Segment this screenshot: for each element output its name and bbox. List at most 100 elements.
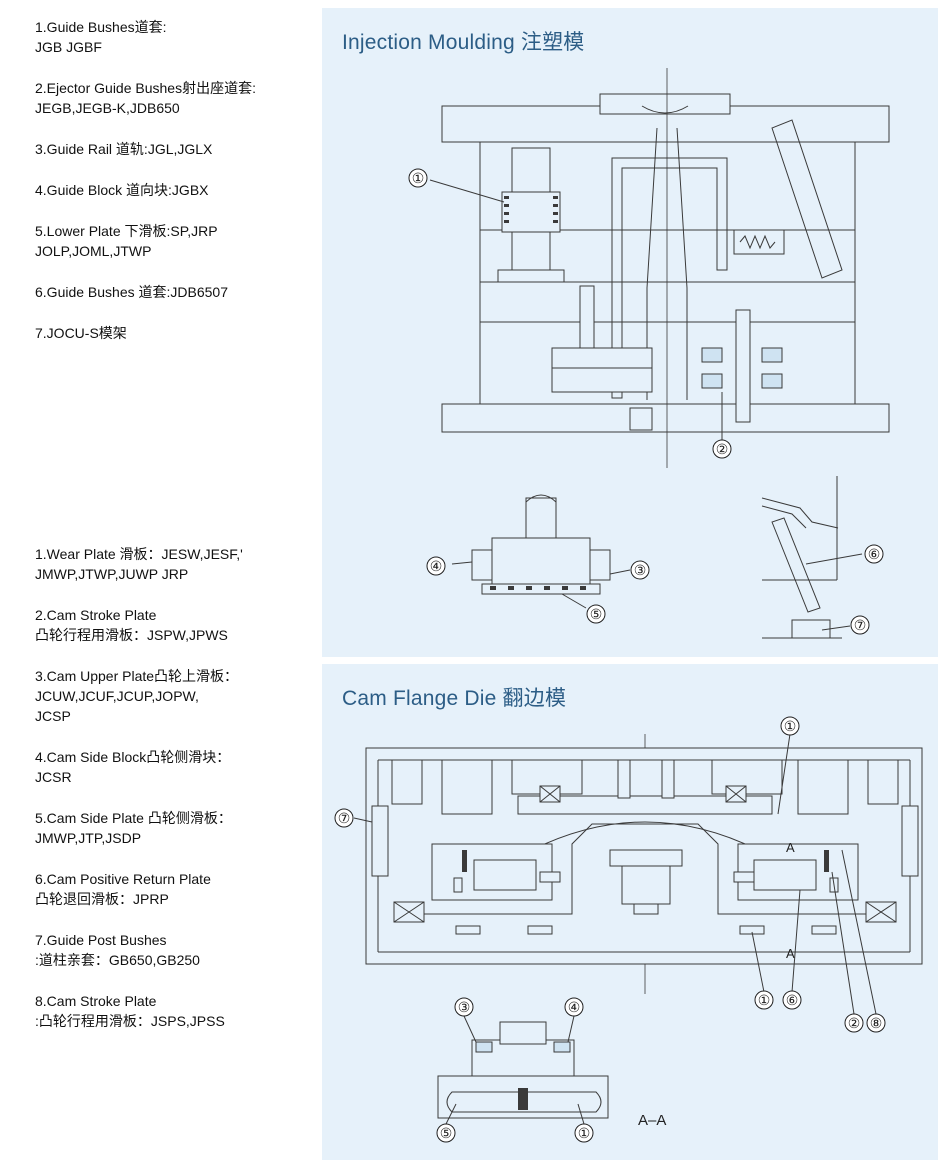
list-item: 4.Cam Side Block凸轮侧滑块： JCSR <box>35 749 231 785</box>
section-label: A–A <box>638 1112 666 1129</box>
ejector-pin <box>579 285 595 357</box>
side-plate-left <box>471 549 493 581</box>
callout-top1 <box>780 716 800 736</box>
leader-s5 <box>445 1103 457 1125</box>
right-return-plate <box>733 871 755 883</box>
callout-c7-label: ⑦ <box>338 810 351 826</box>
wear-plate-marks <box>455 925 837 935</box>
callout-5-label: ⑤ <box>590 606 603 622</box>
ejector-retainer-plate <box>551 347 653 369</box>
callout-1-label: ① <box>412 170 425 186</box>
injection-moulding-panel: Injection Moulding 注塑模 <box>322 8 938 657</box>
leader-3 <box>609 569 631 575</box>
pillar-base <box>497 269 565 283</box>
lower-base-profile <box>412 823 878 915</box>
left-side-plate <box>462 850 467 872</box>
guide-rail-profile <box>761 497 839 529</box>
post-top <box>525 494 557 503</box>
bolt-2 <box>661 759 675 799</box>
cam-arch <box>531 821 759 851</box>
leader-bot1a <box>751 931 765 993</box>
callout-1 <box>408 168 428 188</box>
cam-flange-die-title: Cam Flange Die 翻边模 <box>342 687 567 710</box>
guide-post-right <box>901 805 919 877</box>
callout-2 <box>712 439 732 459</box>
callout-3 <box>630 560 650 580</box>
callout-top1-label: ① <box>784 718 797 734</box>
rail-base-block <box>791 619 831 639</box>
section-slot <box>446 1091 602 1113</box>
slide-spring <box>733 229 785 255</box>
ejector-guide-bush-a <box>701 347 723 363</box>
runner-path <box>611 157 728 399</box>
list-item: 6.Guide Bushes 道套:JDB6507 <box>35 284 228 300</box>
callout-bot6 <box>782 990 802 1010</box>
leader-s4 <box>567 1015 575 1043</box>
list-item: 1.Guide Bushes道套: JGB JGBF <box>35 19 167 55</box>
left-cam-slider <box>473 859 537 891</box>
callout-7-label: ⑦ <box>854 617 867 633</box>
callout-bot8 <box>866 1013 886 1033</box>
guide-block-body <box>491 537 591 585</box>
callout-s4 <box>564 997 584 1017</box>
leader-6 <box>805 553 863 565</box>
sprue-bushing <box>641 105 689 114</box>
sprue-channel <box>646 127 688 400</box>
ejector-plate <box>551 367 653 393</box>
bottom-clamp-plate <box>441 403 890 433</box>
guide-rail <box>771 517 821 613</box>
cam-parts-list: 1.Wear Plate 滑板：JESW,JESF,' JMWP,JTWP,JU… <box>35 544 310 1052</box>
ejector-rod <box>629 407 653 431</box>
side-plate-right <box>589 549 611 581</box>
callout-s3-label: ③ <box>458 999 471 1015</box>
leader-4 <box>451 561 473 565</box>
leader-1 <box>429 179 505 203</box>
section-mark-a-top: A <box>786 840 795 855</box>
guide-bush-marks <box>504 196 558 223</box>
callout-s5 <box>436 1123 456 1143</box>
list-item: 2.Ejector Guide Bushes射出座道套: JEGB,JEGB-K… <box>35 80 256 116</box>
callout-bot2 <box>844 1013 864 1033</box>
leader-bot8 <box>841 849 877 1015</box>
callout-s1 <box>574 1123 594 1143</box>
callout-s4-label: ④ <box>568 999 581 1015</box>
punch-tip <box>633 903 659 915</box>
guide-bush <box>501 191 561 233</box>
callout-c7 <box>334 808 354 828</box>
leader-top1 <box>777 733 791 815</box>
list-item: 4.Guide Block 道向块:JGBX <box>35 182 209 198</box>
list-item: 5.Cam Side Plate 凸轮侧滑板： JMWP,JTP,JSDP <box>35 810 232 846</box>
lower-plate-marks <box>490 586 586 590</box>
callout-2-label: ② <box>716 441 729 457</box>
section-side-block <box>553 1041 571 1053</box>
right-side-plate <box>824 850 829 872</box>
callout-bot8-label: ⑧ <box>870 1015 883 1031</box>
cam-flange-die-drawing: A A ① ⑦ ① ⑥ ② ⑧ ③ ④ ⑤ <box>334 716 923 1143</box>
ejector-guide-bush-d <box>761 373 783 389</box>
injection-moulding-drawing: ① ② ④ ③ ⑤ ⑥ ⑦ <box>408 68 890 639</box>
callout-7 <box>850 615 870 635</box>
leader-s3 <box>463 1015 477 1043</box>
list-item: 7.JOCU-S模架 <box>35 325 127 341</box>
leader-5 <box>561 593 587 609</box>
punch-body <box>621 865 671 905</box>
left-stop <box>453 877 463 893</box>
list-item: 2.Cam Stroke Plate 凸轮行程用滑板：JSPW,JPWS <box>35 607 228 643</box>
callout-bot1a-label: ① <box>758 992 771 1008</box>
callout-6-label: ⑥ <box>868 546 881 562</box>
callout-6 <box>864 544 884 564</box>
angle-pin <box>771 119 843 279</box>
punch-holder <box>609 849 683 867</box>
section-cam-top <box>499 1021 547 1045</box>
ejector-guide-bush-b <box>701 373 723 389</box>
list-item: 7.Guide Post Bushes :道柱亲套：GB650,GB250 <box>35 932 200 968</box>
leader-7 <box>821 625 851 631</box>
leader-bot2 <box>831 871 855 1015</box>
injection-moulding-title: Injection Moulding 注塑模 <box>342 31 585 54</box>
injection-parts-list: 1.Guide Bushes道套: JGB JGBF 2.Ejector Guid… <box>35 17 310 364</box>
list-item: 3.Cam Upper Plate凸轮上滑板： JCUW,JCUF,JCUP,J… <box>35 668 239 724</box>
section-mark-a-bottom: A <box>786 946 795 961</box>
callout-bot6-label: ⑥ <box>786 992 799 1008</box>
leader-s1 <box>577 1103 585 1125</box>
die-frame-inner <box>377 759 911 953</box>
